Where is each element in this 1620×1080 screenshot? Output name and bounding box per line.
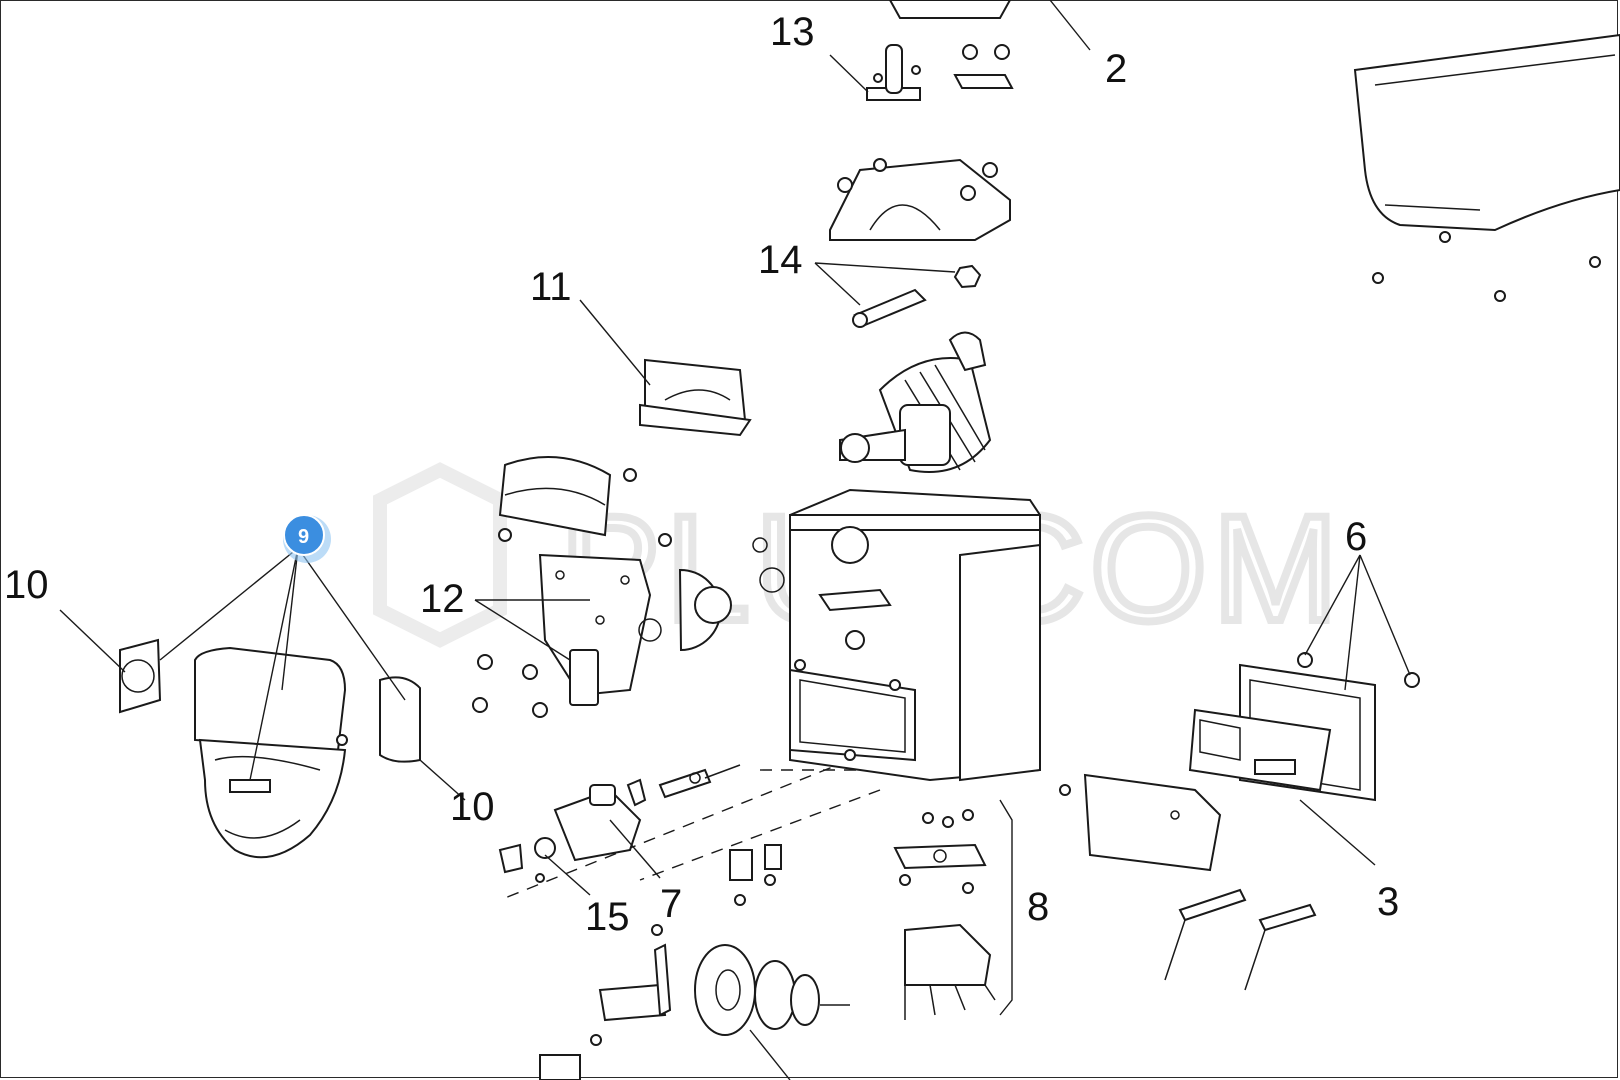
part-9-rear-cover — [59, 547, 466, 859]
part-6-screws — [1297, 554, 1420, 691]
callout-8: 8 — [1027, 885, 1049, 929]
callout-10-left: 10 — [4, 563, 49, 607]
callout-14: 14 — [758, 238, 803, 282]
callout-11: 11 — [530, 265, 572, 309]
callout-10-right: 10 — [450, 785, 495, 829]
motor-assembly — [839, 331, 992, 473]
part-13-shaft-bracket — [829, 44, 1014, 101]
callout-labels: 2 3 6 7 8 10 10 11 12 13 14 15 — [4, 10, 1399, 939]
callout-6: 6 — [1345, 515, 1367, 559]
spool-assembly — [598, 943, 850, 1080]
highlight-badge-9[interactable]: 9 — [283, 514, 331, 563]
part-2-top-cover — [888, 0, 1091, 51]
gearbox-cap — [829, 158, 1011, 241]
callout-12: 12 — [420, 577, 465, 621]
badge-label: 9 — [298, 526, 309, 548]
part-3-control-board — [1059, 663, 1376, 991]
part-7-release-lock — [498, 764, 741, 896]
top-right-cover — [1353, 33, 1620, 302]
main-housing — [789, 488, 1041, 782]
callout-15: 15 — [585, 895, 630, 939]
assembly-guide-lines — [499, 759, 1010, 901]
limit-switch-parts — [651, 844, 782, 936]
callout-3: 3 — [1377, 880, 1399, 924]
part-14-pin-and-nut — [814, 262, 982, 328]
curved-side-cover — [498, 456, 672, 547]
part-11-bracket — [579, 299, 752, 437]
part-12-mounting-plate — [472, 537, 785, 718]
callout-13: 13 — [770, 10, 815, 54]
callout-7: 7 — [660, 882, 682, 926]
callout-2: 2 — [1105, 47, 1127, 91]
bottom-small-parts — [539, 1034, 602, 1080]
part-8-brake-assembly — [893, 799, 1013, 1020]
